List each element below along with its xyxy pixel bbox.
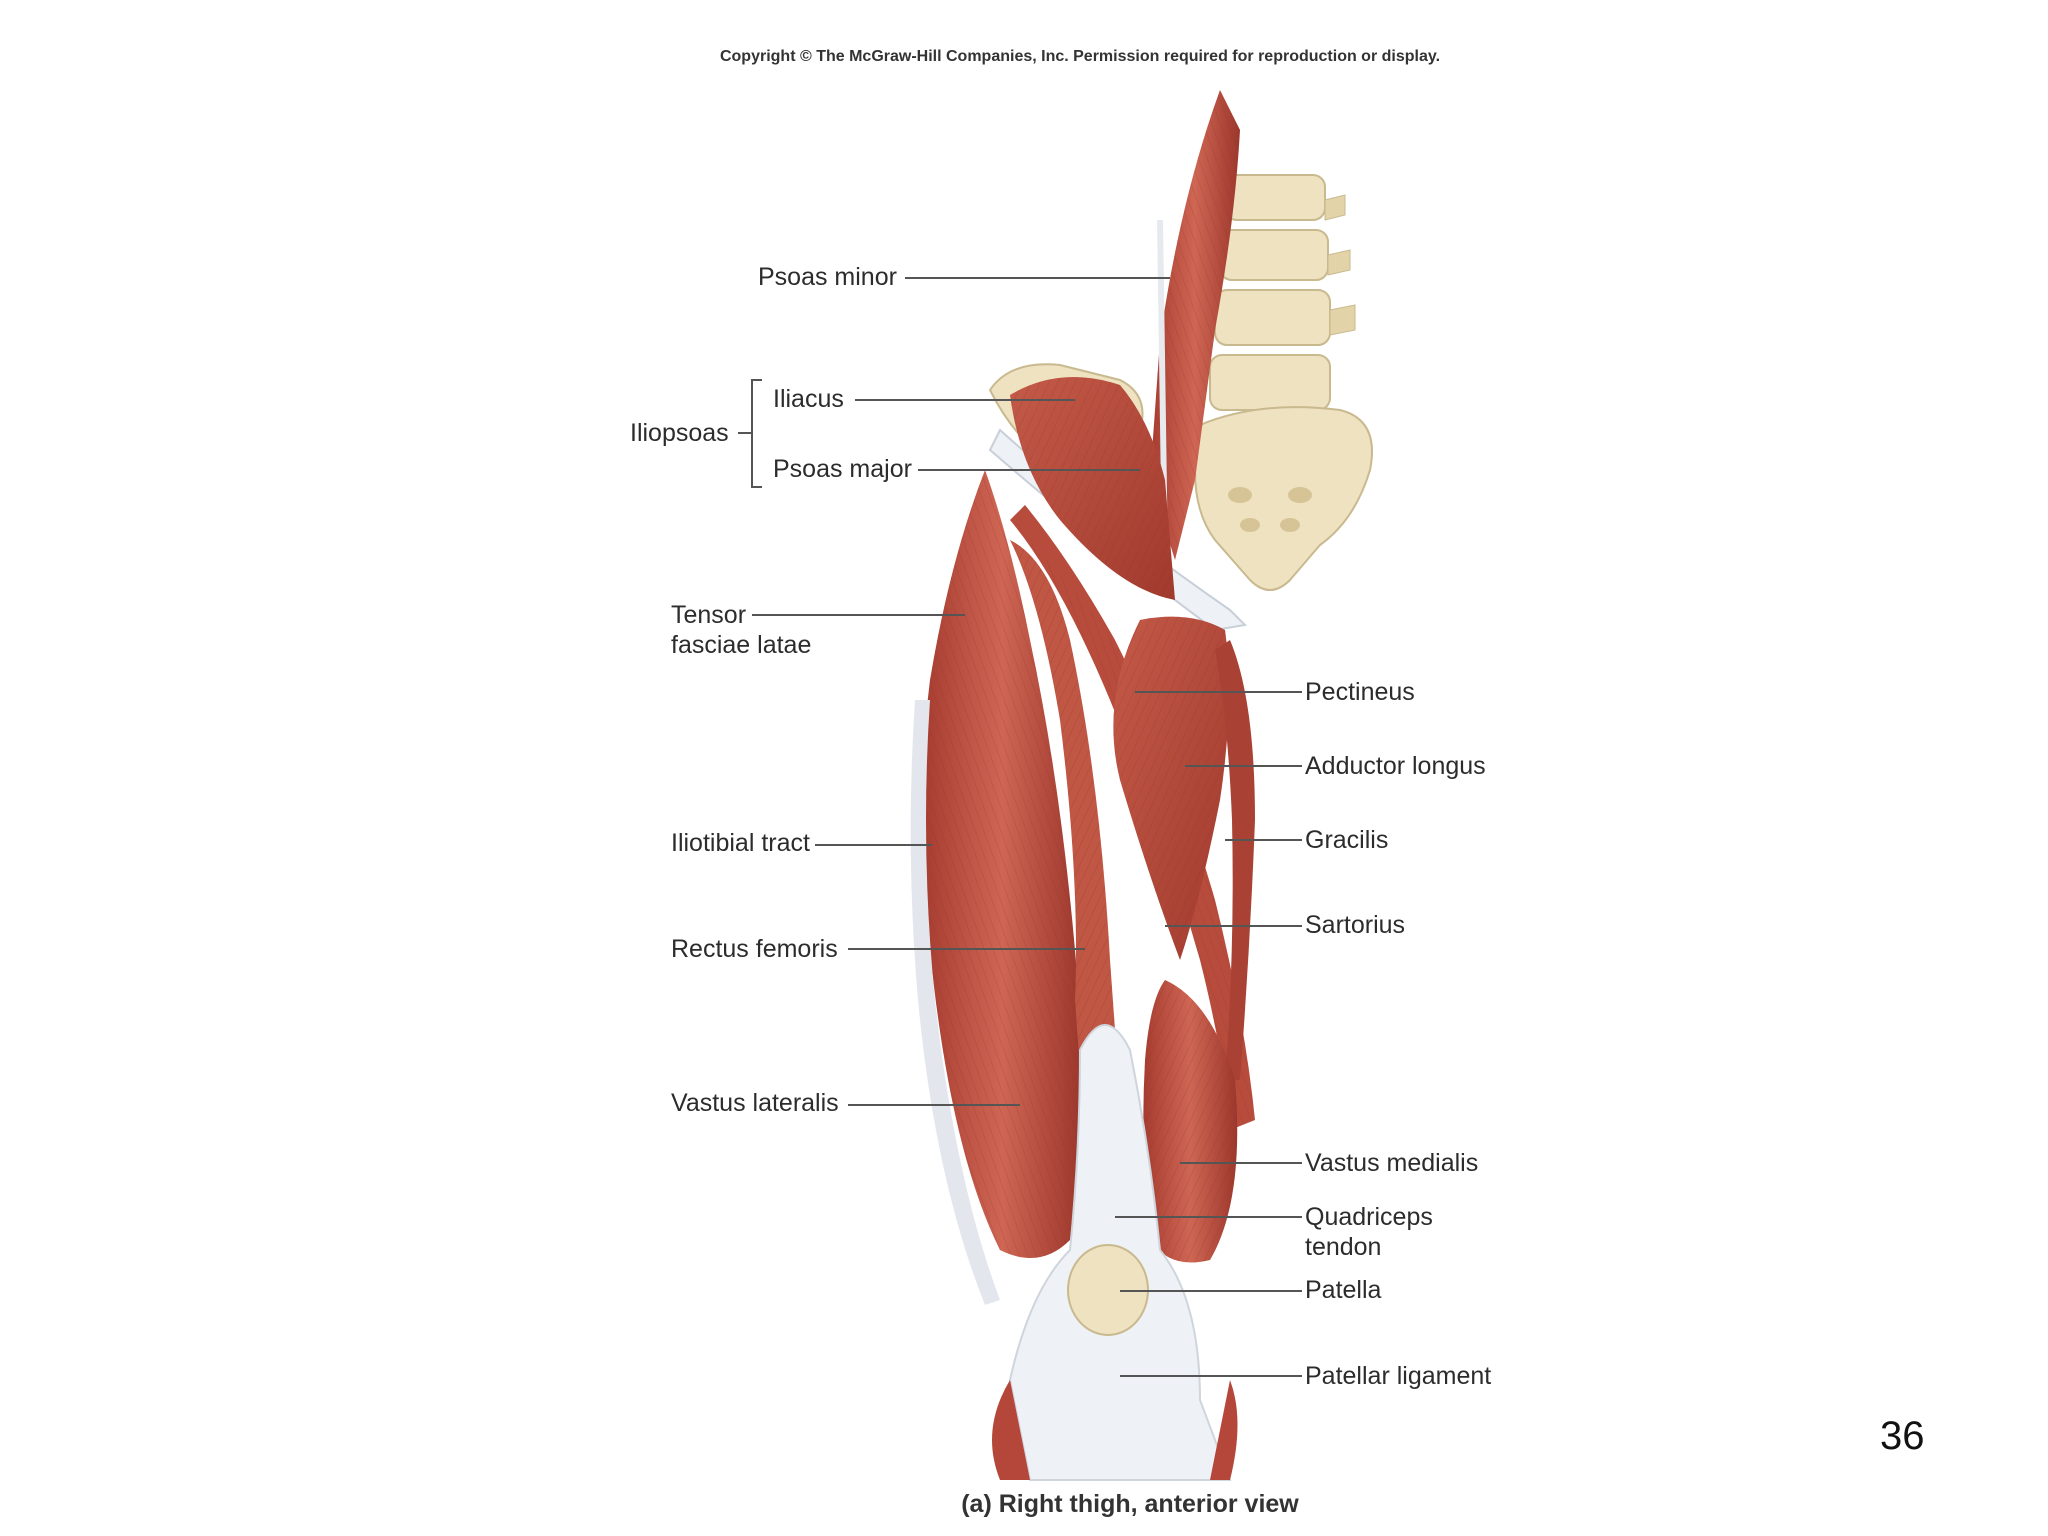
label-tensor-fasciae-latae: Tensor fasciae latae bbox=[671, 601, 812, 659]
label-patella: Patella bbox=[1305, 1276, 1382, 1304]
label-vastus-lateralis: Vastus lateralis bbox=[671, 1089, 839, 1117]
label-gracilis: Gracilis bbox=[1305, 826, 1389, 854]
thigh-muscles bbox=[910, 470, 1255, 1305]
label-quadriceps-tendon: Quadriceps tendon bbox=[1305, 1203, 1433, 1261]
slide-number: 36 bbox=[1880, 1414, 1925, 1458]
label-iliotibial-tract: Iliotibial tract bbox=[671, 829, 810, 857]
label-psoas-minor: Psoas minor bbox=[758, 263, 897, 291]
sacrum-bone bbox=[1194, 406, 1373, 591]
label-iliacus: Iliacus bbox=[773, 385, 844, 413]
label-patellar-ligament: Patellar ligament bbox=[1305, 1362, 1492, 1390]
figure-caption: (a) Right thigh, anterior view bbox=[961, 1490, 1299, 1518]
copyright-notice: Copyright © The McGraw-Hill Companies, I… bbox=[719, 48, 1441, 65]
iliacus-muscle bbox=[1010, 377, 1175, 600]
label-sartorius: Sartorius bbox=[1305, 911, 1406, 939]
label-rectus-femoris: Rectus femoris bbox=[671, 935, 838, 963]
label-adductor-longus: Adductor longus bbox=[1305, 752, 1486, 780]
label-iliopsoas: Iliopsoas bbox=[630, 419, 729, 447]
label-psoas-major: Psoas major bbox=[773, 455, 912, 483]
leader-lines bbox=[738, 277, 1302, 1377]
lumbar-vertebrae bbox=[1209, 174, 1356, 411]
label-pectineus: Pectineus bbox=[1305, 678, 1415, 706]
label-vastus-medialis: Vastus medialis bbox=[1305, 1149, 1479, 1177]
